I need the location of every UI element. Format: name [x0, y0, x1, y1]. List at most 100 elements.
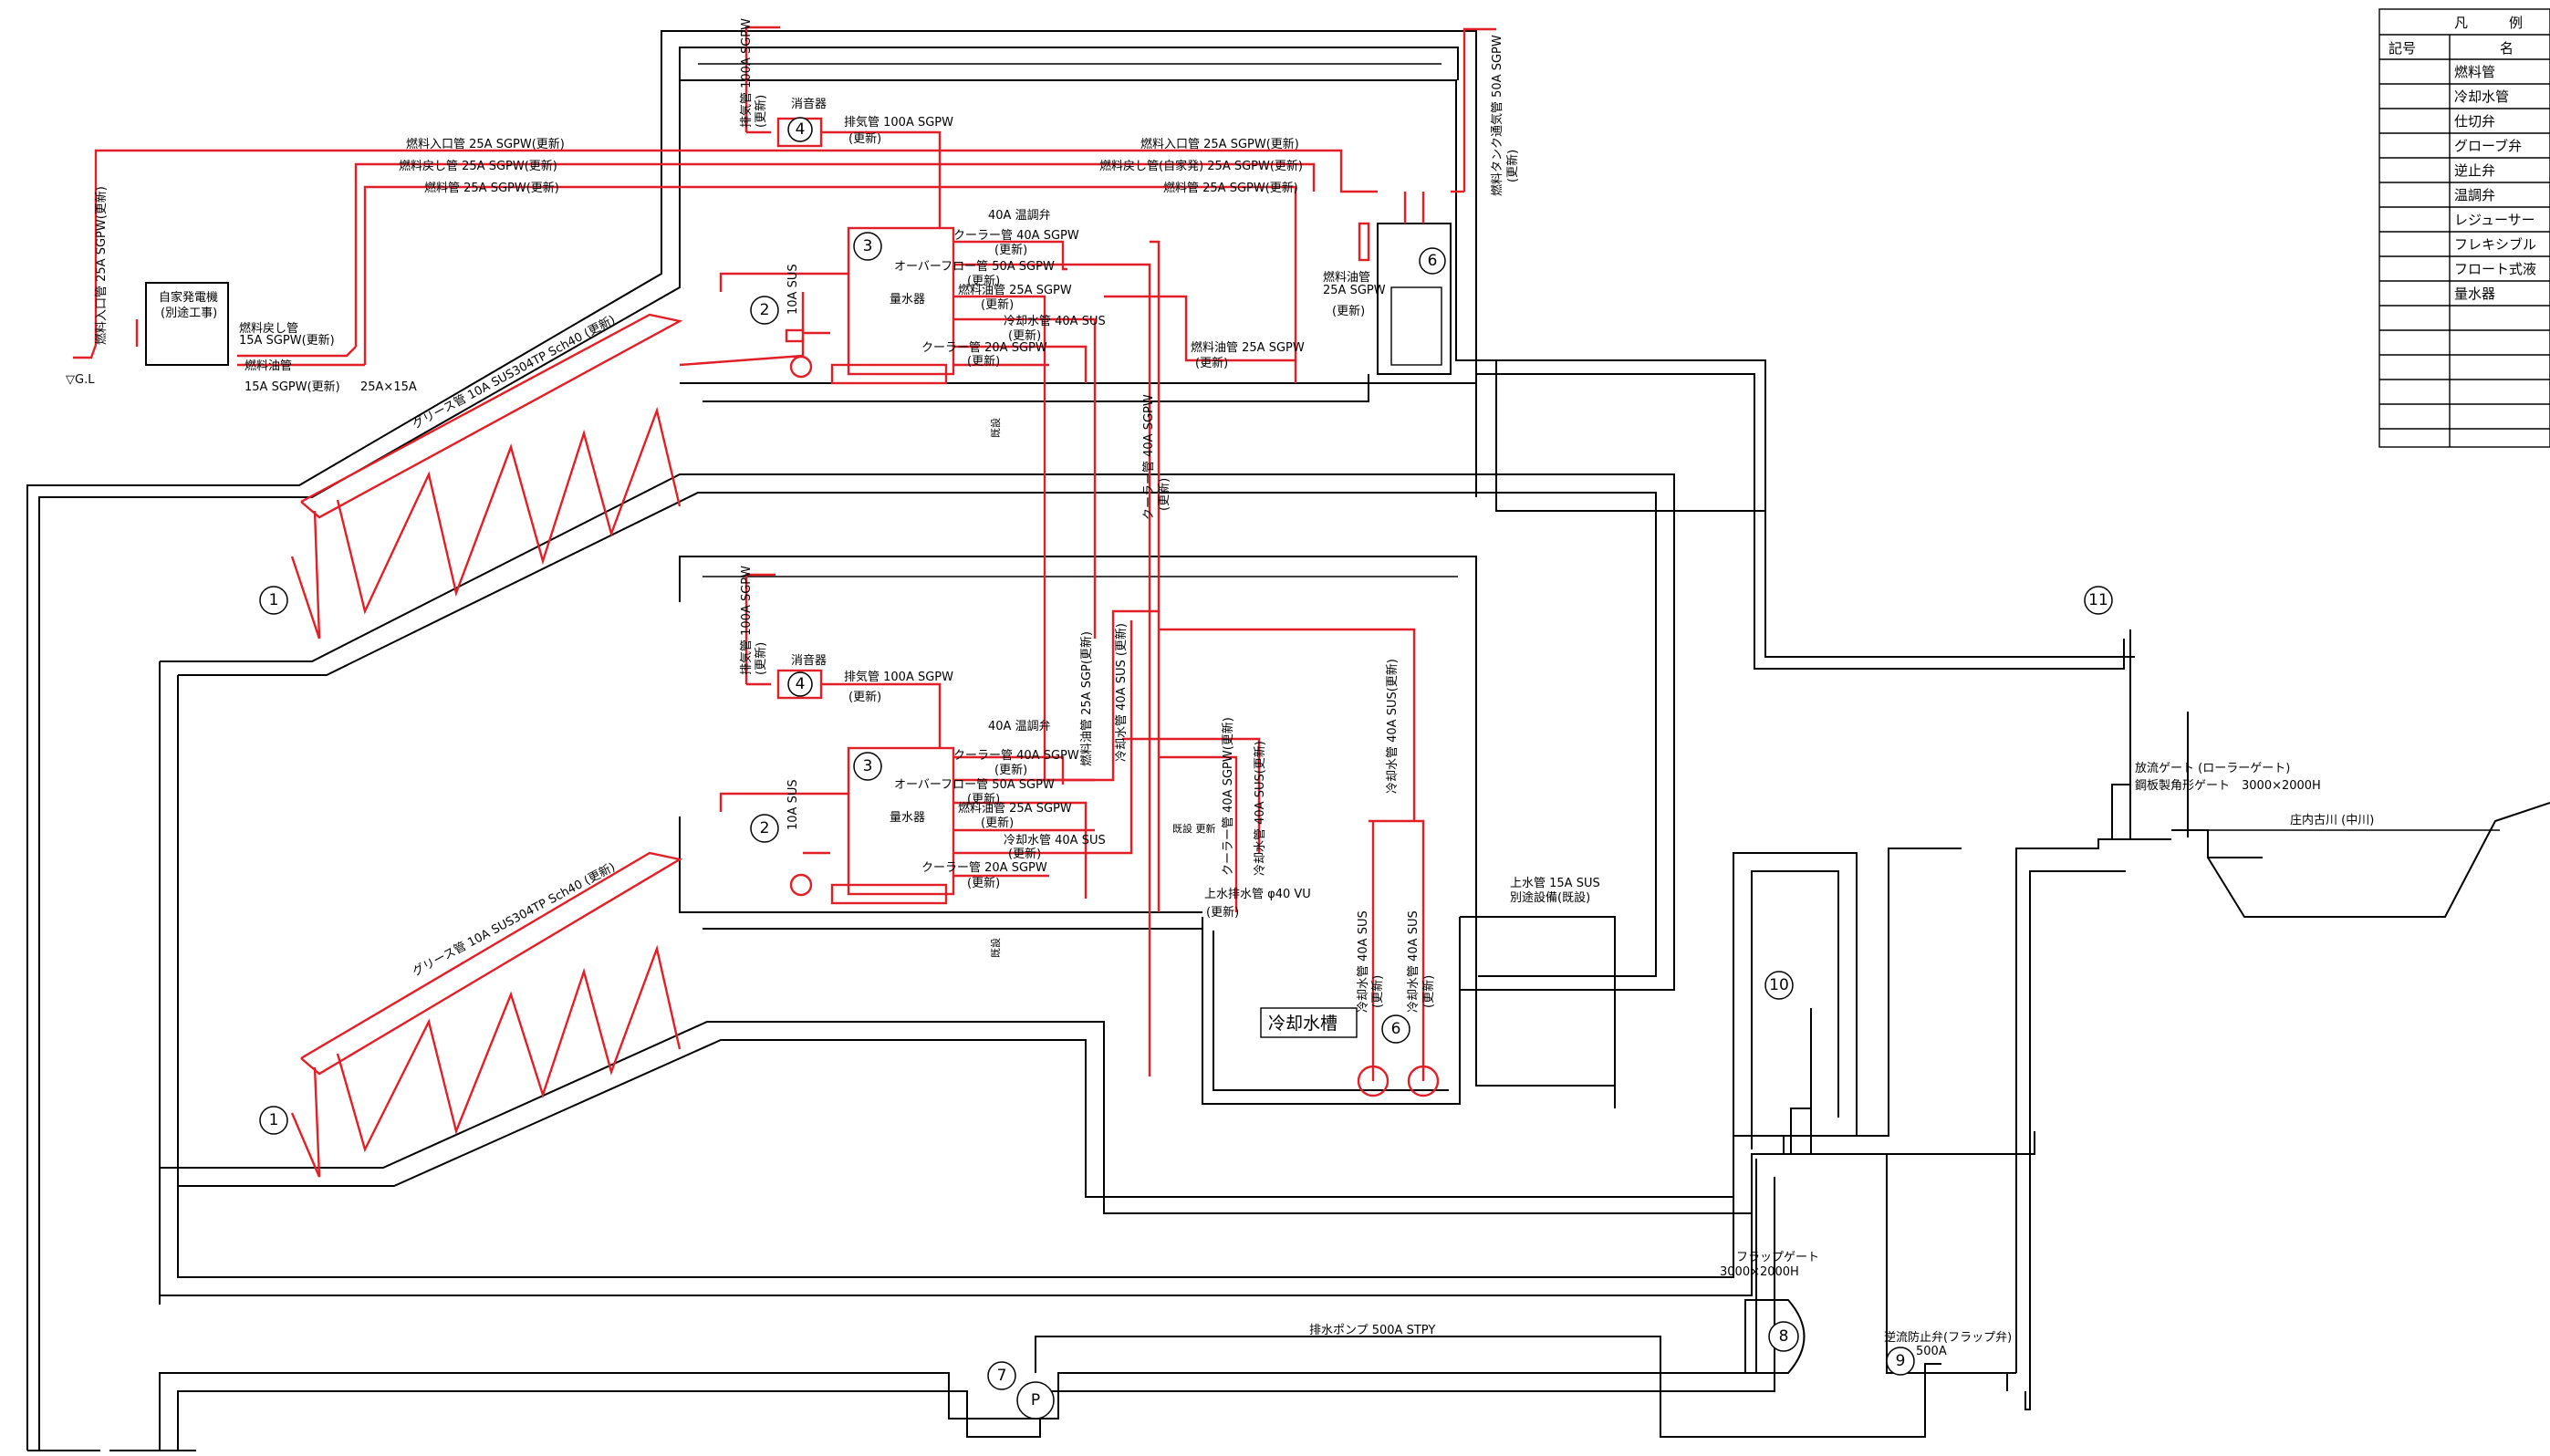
- fuel-oil-low: 燃料油管 25A SGPW: [1191, 340, 1305, 355]
- thermo-valve-mid: 40A 温調弁: [988, 720, 1051, 733]
- legend-table: 凡 例 記号 名 燃料管冷却水管仕切弁グローブ弁逆止弁温調弁レジューサーフレキシ…: [2378, 8, 2550, 448]
- drain-pipe: 上水排水管 φ40 VU: [1204, 888, 1311, 901]
- check-valve: 逆流防止弁(フラップ弁): [1884, 1330, 2012, 1345]
- cooling-top: 冷却水管 40A SUS: [1004, 315, 1106, 328]
- sus-mid: 10A SUS: [786, 779, 800, 830]
- marker-11: 11: [2088, 591, 2108, 609]
- fuel-in-vertical: 燃料入口管 25A SGPW(更新): [94, 186, 109, 345]
- legend-title: 凡 例: [2454, 15, 2523, 31]
- cooling-tank: 冷却水槽: [1268, 1014, 1337, 1034]
- legend-item: フロート式液: [2454, 261, 2536, 277]
- cooler2-mid: クーラー管 20A SGPW: [921, 861, 1047, 875]
- exhaust-vertical-mid-upd: (更新): [754, 642, 768, 675]
- fuel-oil-mid: 燃料油管 25A SGPW: [958, 801, 1072, 816]
- fuel-return-left: 燃料戻し管 25A SGPW(更新): [399, 159, 557, 173]
- legend-item: 逆止弁: [2454, 162, 2495, 179]
- cooling-mid-upd: (更新): [1008, 847, 1041, 861]
- gen-return: 燃料戻し管: [239, 321, 298, 336]
- supply-sub: 別途設備(既設): [1510, 890, 1590, 905]
- cooler-vertical: クーラー管 40A SGPW: [1142, 394, 1156, 520]
- fuel-pipe-left: 燃料管 25A SGPW(更新): [424, 181, 559, 195]
- legend-col-symbol: 記号: [2389, 40, 2416, 57]
- cooling-pump1: 冷却水管 40A SUS: [1357, 910, 1370, 1013]
- marker-10: 10: [1769, 976, 1789, 994]
- legend-item: 温調弁: [2454, 187, 2495, 203]
- labels: 自家発電機 (別途工事) ▽G.L 燃料入口管 25A SGPW(更新) 燃料入…: [66, 18, 2374, 1358]
- legend-item: 燃料管: [2454, 64, 2495, 80]
- overflow-top: オーバーフロー管 50A SGPW: [894, 260, 1055, 274]
- legend-item: グローブ弁: [2454, 138, 2522, 154]
- tank-label-box: [1260, 1007, 1358, 1038]
- overflow-top-upd: (更新): [967, 274, 1000, 288]
- legend-col-name: 名: [2500, 40, 2514, 57]
- legend-item: 冷却水管: [2454, 88, 2509, 105]
- silencer-mid: 消音器: [791, 653, 827, 668]
- generator-sub: (別途工事): [161, 306, 217, 320]
- cooler-top-upd: (更新): [994, 243, 1027, 257]
- marker-6: 6: [1428, 252, 1438, 270]
- generator-title: 自家発電機: [159, 290, 218, 305]
- tank-oil-upd: (更新): [1332, 304, 1365, 318]
- gen-return-spec: 15A SGPW(更新): [239, 333, 335, 348]
- tank-oil-spec: 25A SGPW: [1323, 284, 1386, 297]
- marker-4: 4: [796, 120, 806, 139]
- markers: 1 1 2 2 3 3 4 4 6 6 7 9 10 11: [259, 117, 2113, 1390]
- supply-pipe: 上水管 15A SUS: [1510, 877, 1600, 890]
- reducer-size: 25A×15A: [360, 380, 417, 394]
- cooling-vertical-2: 冷却水管 40A SUS(更新): [1385, 659, 1400, 794]
- mid-vertical-1: クーラー管 40A SGPW(更新): [1221, 717, 1235, 876]
- marker-2b: 2: [760, 819, 770, 837]
- marker-4b: 4: [796, 675, 806, 693]
- fuel-pipe-right: 燃料管 25A SGPW(更新): [1163, 181, 1298, 195]
- marker-7: 7: [997, 1367, 1007, 1385]
- cooler-mid: クーラー管 40A SGPW: [953, 749, 1079, 763]
- cooler2-top-upd: (更新): [967, 354, 1000, 369]
- tank-vent: 燃料タンク通気管 50A SGPW: [1490, 35, 1504, 196]
- cooling-pump1-upd: (更新): [1370, 975, 1385, 1008]
- fuel-in-right: 燃料入口管 25A SGPW(更新): [1140, 137, 1299, 151]
- marker-1: 1: [269, 591, 279, 609]
- cooler-top: クーラー管 40A SGPW: [953, 229, 1079, 243]
- outlet-gate: 放流ゲート (ローラーゲート): [2135, 762, 2290, 775]
- cooler2-mid-upd: (更新): [967, 876, 1000, 890]
- legend-item: フレキシブル: [2454, 236, 2536, 253]
- flap-gate: フラップゲート: [1736, 1251, 1819, 1264]
- existing-top: 既設: [989, 418, 1002, 438]
- exhaust-h-top: 排気管 100A SGPW: [844, 115, 953, 130]
- meter-top: 量水器: [890, 293, 925, 307]
- cooler-mid-upd: (更新): [994, 763, 1027, 777]
- exhaust-h-top-upd: (更新): [848, 131, 881, 146]
- meter-mid: 量水器: [890, 811, 925, 825]
- ground-level: ▽G.L: [66, 373, 95, 387]
- marker-9: 8: [1779, 1327, 1789, 1346]
- cooler-vertical-upd: (更新): [1157, 478, 1171, 511]
- marker-2: 2: [760, 301, 770, 319]
- marker-8: 9: [1896, 1352, 1906, 1370]
- tank-vent-upd: (更新): [1505, 150, 1520, 182]
- thermo-valve-top: 40A 温調弁: [988, 209, 1051, 223]
- tank-oil: 燃料油管: [1323, 270, 1370, 285]
- exhaust-vertical-top: 排気管 100A SGPW: [739, 18, 754, 128]
- marker-3b: 3: [863, 757, 873, 775]
- legend-item: 量水器: [2454, 286, 2495, 302]
- existing-mid: 既設: [989, 938, 1002, 958]
- outlet-gate-sub: 鋼板製角形ゲート 3000×2000H: [2135, 779, 2321, 793]
- cooling-vertical: 冷却水管 40A SUS (更新): [1114, 623, 1129, 762]
- fuel-oil-low-upd: (更新): [1195, 356, 1228, 370]
- drain-piping: P 8: [1016, 629, 2131, 1438]
- marker-6b: 6: [1391, 1020, 1401, 1038]
- existing-update-mid: 既設 更新: [1172, 822, 1216, 835]
- cooling-top-upd: (更新): [1008, 328, 1041, 343]
- fuel-oil-top: 燃料油管 25A SGPW: [958, 283, 1072, 297]
- gen-oil-spec: 15A SGPW(更新): [245, 380, 340, 394]
- cooling-pump2: 冷却水管 40A SUS: [1407, 910, 1421, 1013]
- pump-p-label: P: [1031, 1391, 1040, 1409]
- legend-item: 仕切弁: [2454, 113, 2495, 130]
- legend-item: レジューサー: [2454, 212, 2535, 228]
- exhaust-h-mid-upd: (更新): [848, 690, 881, 704]
- fuel-in-left: 燃料入口管 25A SGPW(更新): [406, 137, 565, 151]
- exhaust-vertical-mid: 排気管 100A SGPW: [739, 566, 754, 675]
- fuel-oil-vertical: 燃料油管 25A SGP(更新): [1079, 631, 1094, 766]
- cooling-pump2-upd: (更新): [1421, 975, 1436, 1008]
